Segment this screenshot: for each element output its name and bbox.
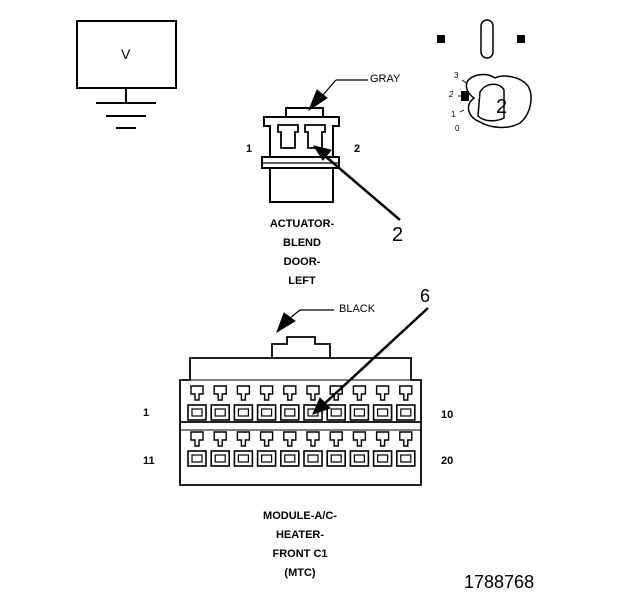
- top-row-latch-8: [352, 385, 367, 401]
- bottom-row-terminal-10: [400, 454, 412, 463]
- module-name-line-1: MODULE-A/C-: [263, 510, 337, 522]
- meter-symbol: V: [121, 46, 131, 62]
- top-row-latch-9: [375, 385, 390, 401]
- actuator-pin-left: 1: [246, 143, 253, 155]
- bottom-row-terminal-8: [353, 454, 365, 463]
- module-wire-color: BLACK: [339, 303, 376, 315]
- probe-tick-1: 1: [451, 110, 456, 119]
- module-name-line-2: HEATER-: [275, 529, 325, 541]
- bottom-row-latch-10: [399, 431, 413, 447]
- top-row-latch-3: [236, 385, 251, 401]
- probe-inset-callout: 2: [496, 96, 508, 118]
- module-pin-1-label: 1: [143, 407, 150, 419]
- module-connector-graphic: [179, 336, 422, 486]
- bottom-row-latch-3: [236, 431, 251, 447]
- top-row-latch-1: [190, 385, 204, 401]
- module-name-line-3: FRONT C1: [272, 548, 328, 560]
- module-pins-bottom-row: [187, 431, 416, 467]
- top-row-latch-4: [259, 385, 274, 401]
- top-row-latch-2: [213, 385, 227, 401]
- module-pin-11-label: 11: [143, 455, 155, 467]
- bottom-row-latch-9: [375, 431, 390, 447]
- actuator-name-line-2: BLEND: [283, 237, 321, 249]
- top-row-latch-6: [306, 385, 320, 401]
- module-pins-top-row: [187, 385, 416, 421]
- voltmeter-symbol: [76, 20, 177, 129]
- top-row-latch-10: [399, 385, 413, 401]
- bottom-row-latch-7: [329, 431, 343, 447]
- actuator-connector-graphic: [261, 107, 340, 203]
- top-row-terminal-7: [330, 408, 342, 417]
- probe-tick-2: 2: [449, 90, 454, 99]
- top-row-terminal-10: [400, 408, 412, 417]
- top-row-terminal-3: [237, 408, 249, 417]
- bottom-row-latch-4: [259, 431, 274, 447]
- bottom-row-latch-5: [283, 431, 297, 447]
- top-row-terminal-9: [377, 408, 389, 417]
- bottom-row-latch-2: [213, 431, 227, 447]
- bottom-row-terminal-2: [214, 454, 226, 463]
- top-row-terminal-1: [191, 408, 203, 417]
- bottom-row-terminal-5: [284, 454, 296, 463]
- actuator-name-line-3: DOOR-: [283, 256, 321, 268]
- top-row-latch-5: [283, 385, 297, 401]
- bottom-row-terminal-6: [307, 454, 319, 463]
- bottom-row-terminal-1: [191, 454, 203, 463]
- figure-number: 1788768: [464, 572, 535, 592]
- top-row-terminal-8: [353, 408, 365, 417]
- top-row-terminal-2: [214, 408, 226, 417]
- bottom-row-latch-6: [306, 431, 320, 447]
- actuator-pin-right: 2: [354, 143, 361, 155]
- actuator-leaders: [307, 79, 401, 221]
- module-pin-20-label: 20: [441, 455, 454, 467]
- bottom-row-terminal-9: [377, 454, 389, 463]
- actuator-name-line-4: LEFT: [288, 275, 316, 287]
- bottom-row-terminal-4: [261, 454, 273, 463]
- actuator-callout: 2: [392, 224, 404, 246]
- bottom-row-terminal-7: [330, 454, 342, 463]
- module-callout: 6: [420, 286, 431, 306]
- module-pin-10-label: 10: [441, 409, 454, 421]
- bottom-row-terminal-3: [237, 454, 249, 463]
- top-row-terminal-4: [261, 408, 273, 417]
- bottom-row-latch-8: [352, 431, 367, 447]
- bottom-row-latch-1: [190, 431, 204, 447]
- probe-tick-3: 3: [454, 71, 459, 80]
- probe-tick-0: 0: [455, 124, 460, 133]
- module-name-line-4: (MTC): [284, 567, 316, 579]
- actuator-name-line-1: ACTUATOR-: [269, 218, 335, 230]
- module-leaders: [276, 307, 429, 415]
- top-row-terminal-5: [284, 408, 296, 417]
- probe-inset-graphic: [437, 19, 532, 129]
- actuator-wire-color: GRAY: [370, 73, 401, 85]
